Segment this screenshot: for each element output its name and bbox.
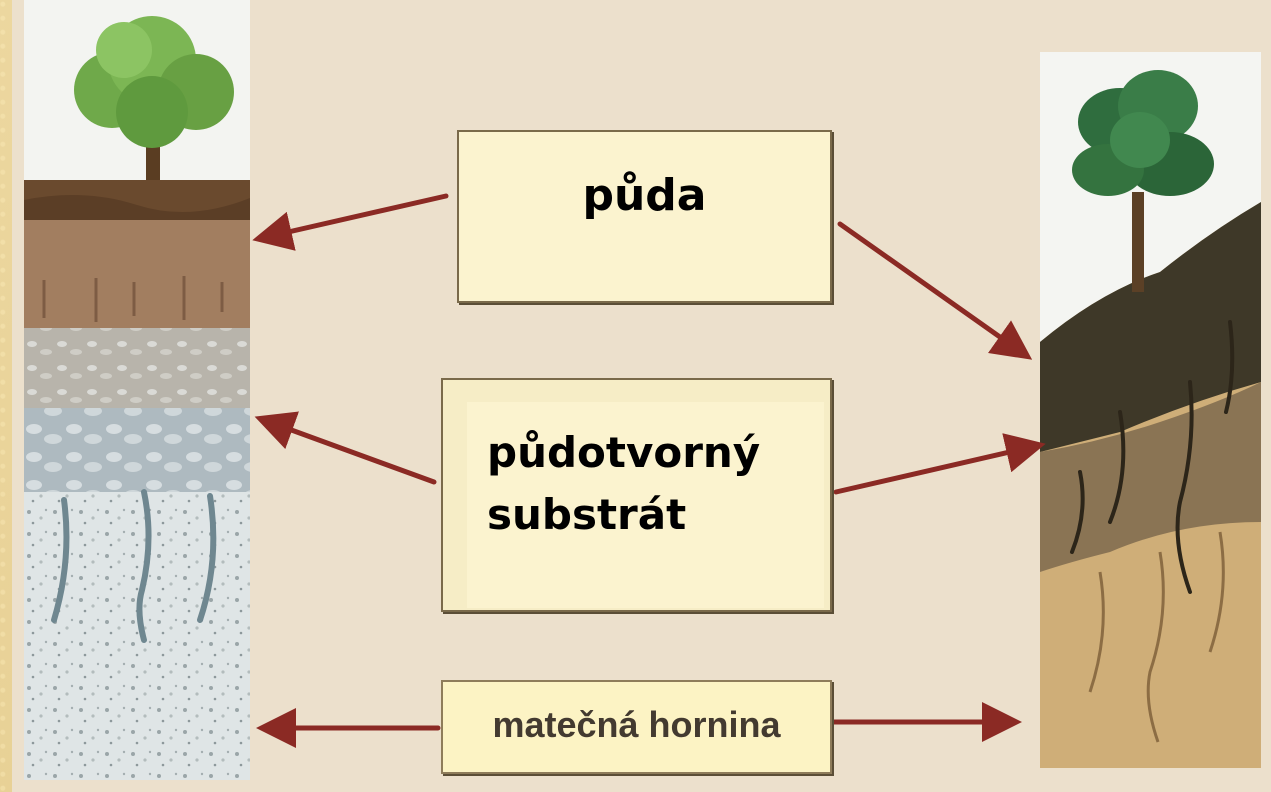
bedrock-label: matečná hornina: [492, 704, 781, 745]
arrow-substrate-left: [254, 411, 437, 485]
arrow-substrate-right: [833, 433, 1046, 495]
bedrock-label-box: matečná hornina: [441, 680, 832, 774]
deciduous-tree-icon: [74, 16, 234, 184]
soil-label: půda: [582, 170, 707, 221]
arrow-soil-right: [837, 221, 1033, 360]
substrate-label-box: půdotvorný substrát: [467, 402, 824, 608]
left-soil-profile-illustration: [24, 0, 250, 780]
substrate-label: půdotvorný substrát: [487, 428, 761, 539]
right-soil-profile-illustration: [1040, 52, 1261, 768]
soil-label-box: půda: [457, 130, 832, 303]
arrow-soil-left: [252, 193, 449, 251]
conifer-tree-icon: [1072, 70, 1214, 292]
